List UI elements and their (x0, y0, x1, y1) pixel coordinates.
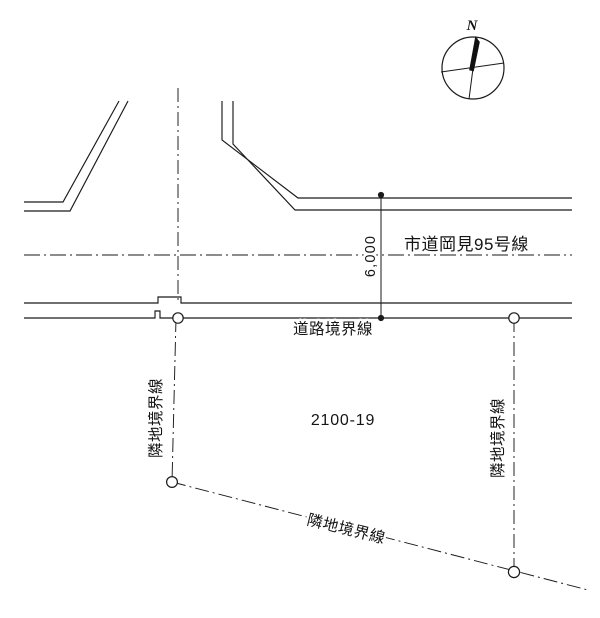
road-left-edge-outer (24, 100, 120, 203)
road-centre-edge-inner (232, 101, 572, 211)
road-name-label: 市道岡見95号線 (404, 235, 529, 254)
parcel-boundary-left (171, 317, 177, 483)
dimension-end-dot-bottom (377, 314, 385, 322)
dimension-value-label: 6,000 (363, 235, 379, 277)
road-south-edge-upper (24, 296, 572, 304)
boundary-point-southeast (507, 565, 521, 579)
road-boundary-lines (24, 296, 572, 319)
parcel-lot-number: 2100-19 (311, 412, 375, 429)
neighbor-boundary-bottom-label: 隣地境界線 (305, 510, 387, 548)
boundary-point-northwest (172, 312, 184, 324)
road-upper-centre-branch (221, 101, 572, 211)
compass-north-label: N (466, 18, 479, 34)
neighbor-boundary-right-label: 隣地境界線 (488, 398, 507, 478)
dimension-end-dot-top (377, 191, 385, 199)
neighbor-boundary-left-label: 隣地境界線 (146, 378, 165, 458)
boundary-point-northeast (508, 312, 520, 324)
compass-needle-north (469, 36, 480, 72)
road-centre-edge-outer (221, 101, 572, 199)
road-left-edge-inner (24, 100, 129, 212)
dimension-road-width: 6,000 (361, 191, 385, 322)
road-south-edge-lower (24, 310, 572, 319)
north-arrow-icon: N (440, 18, 505, 100)
boundary-point-markers (166, 312, 521, 579)
road-boundary-label: 道路境界線 (293, 319, 373, 338)
boundary-point-southwest (166, 476, 179, 489)
road-upper-left-branch (24, 100, 129, 212)
